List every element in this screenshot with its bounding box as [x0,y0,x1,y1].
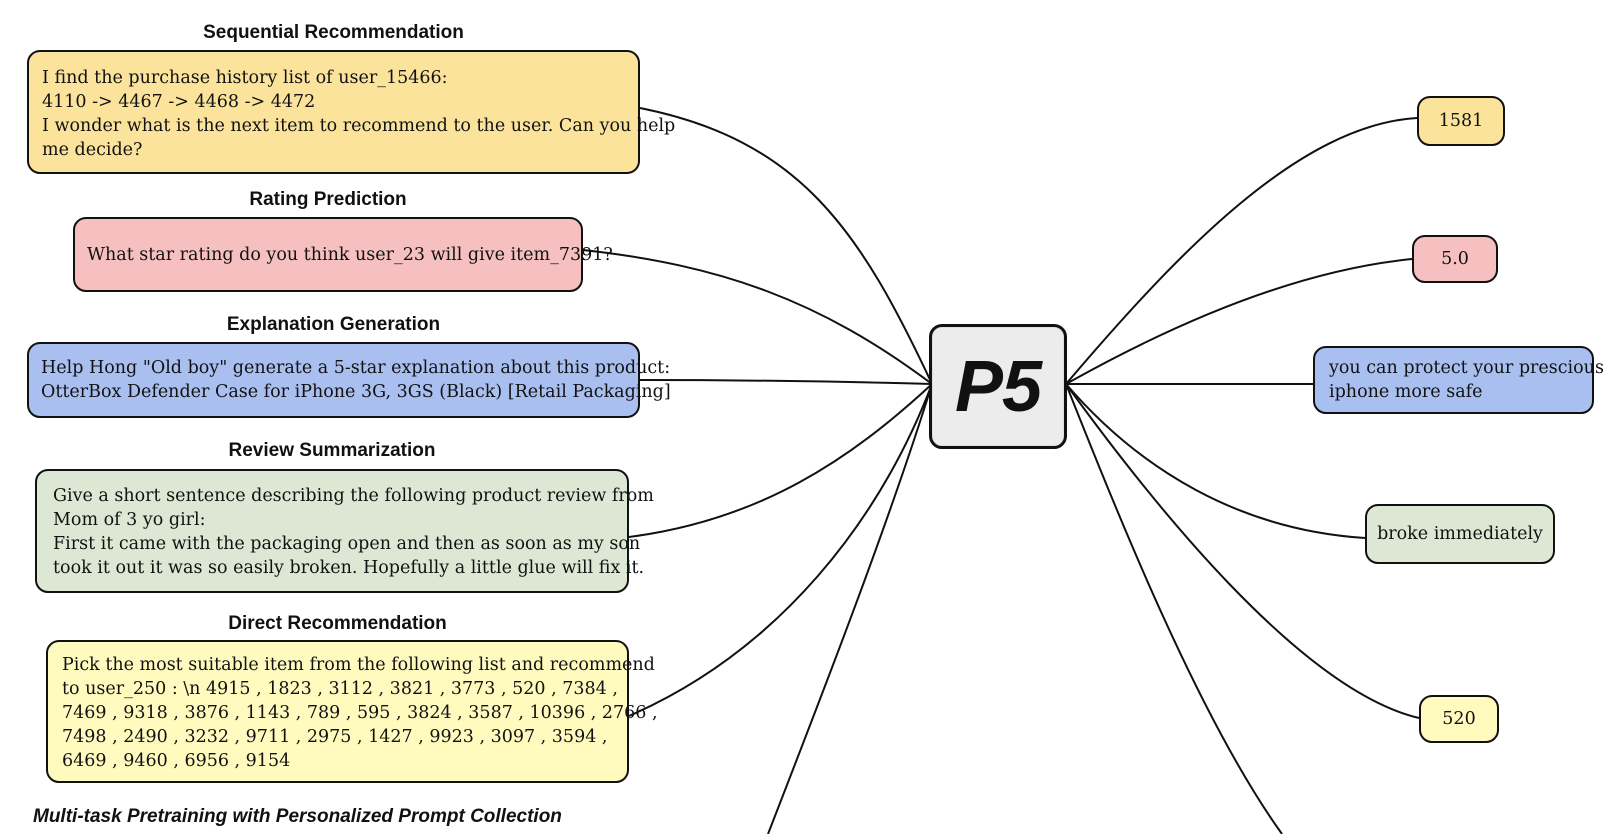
connector-extra-out [1065,383,1283,834]
task-title-sequential: Sequential Recommendation [203,22,464,43]
prompt-box-direct: Pick the most suitable item from the fol… [46,640,658,783]
prompt-line: First it came with the packaging open an… [53,534,641,554]
task-title-review: Review Summarization [228,440,436,461]
prompt-line: Mom of 3 yo girl: [53,510,206,530]
connector-explanation-in [639,379,933,385]
p5-model-node: P5 [929,324,1067,449]
output-text: you can protect your prescious [1329,358,1604,378]
prompt-box-sequential: I find the purchase history list of user… [27,50,676,174]
prompt-line: 7469 , 9318 , 3876 , 1143 , 789 , 595 , … [62,703,658,723]
connector-direct-out [1065,383,1420,719]
prompt-line: took it out it was so easily broken. Hop… [53,558,645,578]
connector-rating-out [1065,258,1413,385]
connector-review-out [1065,383,1366,539]
task-title-rating: Rating Prediction [249,189,407,210]
connector-review-in [628,383,933,538]
connector-direct-in [628,383,933,717]
task-title-explanation: Explanation Generation [226,314,441,335]
output-text: 520 [1442,709,1476,729]
connector-rating-in [582,249,933,385]
prompt-line: to user_250 : \n 4915 , 1823 , 3112 , 38… [62,679,618,699]
prompt-line: 4110 -> 4467 -> 4468 -> 4472 [42,92,316,112]
output-box-rating: 5.0 [1412,235,1498,283]
prompt-line: Help Hong "Old boy" generate a 5-star ex… [41,358,671,378]
prompt-line: me decide? [42,140,143,160]
prompt-line: What star rating do you think user_23 wi… [87,244,613,265]
figure-caption: Multi-task Pretraining with Personalized… [33,806,562,827]
connector-sequential-in [639,107,933,385]
connector-extra-in [767,383,933,834]
prompt-box-rating: What star rating do you think user_23 wi… [73,217,613,292]
prompt-line: I find the purchase history list of user… [42,68,448,88]
prompt-line: 6469 , 9460 , 6956 , 9154 [62,751,291,771]
output-box-explanation: you can protect your prescious iphone mo… [1313,346,1604,414]
prompt-line: I wonder what is the next item to recomm… [42,116,676,136]
output-box-direct: 520 [1419,695,1499,743]
output-text: 1581 [1438,111,1484,131]
connector-sequential-out [1065,117,1418,385]
output-box-review: broke immediately [1365,504,1555,564]
prompt-box-explanation: Help Hong "Old boy" generate a 5-star ex… [27,342,671,418]
output-text: iphone more safe [1329,382,1483,402]
output-text: broke immediately [1377,524,1543,544]
prompt-box-review: Give a short sentence describing the fol… [35,469,654,593]
output-text: 5.0 [1441,249,1469,269]
task-title-direct: Direct Recommendation [228,613,447,634]
prompt-line: Give a short sentence describing the fol… [53,486,654,506]
output-box-sequential: 1581 [1417,96,1505,146]
prompt-line: 7498 , 2490 , 3232 , 9711 , 2975 , 1427 … [62,727,608,747]
prompt-line: OtterBox Defender Case for iPhone 3G, 3G… [41,382,671,402]
p5-label: P5 [954,346,1042,427]
prompt-line: Pick the most suitable item from the fol… [62,655,655,675]
